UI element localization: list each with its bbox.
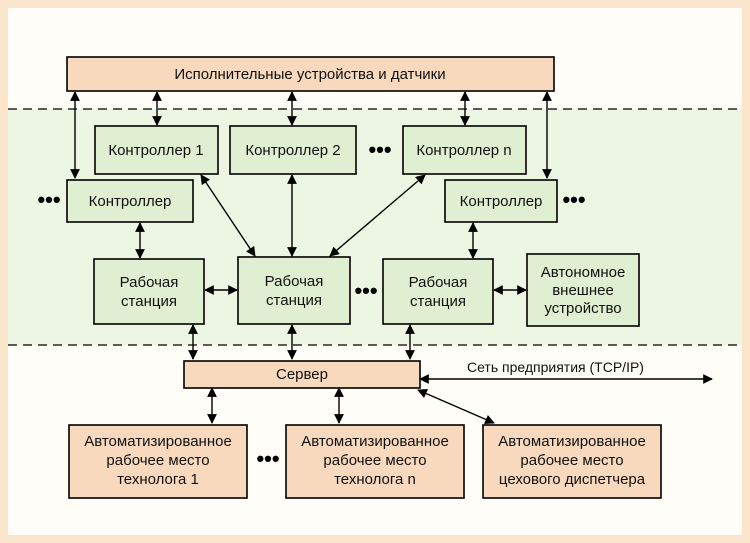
- controller-right: Контроллер: [444, 179, 558, 223]
- workstation-3: Рабочая станция: [382, 258, 494, 325]
- workstation-1-line-2: станция: [121, 293, 177, 310]
- workstation-2-line-2: станция: [266, 292, 322, 309]
- controller-n: Контроллер n: [402, 125, 527, 175]
- workstation-1: Рабочая станция: [93, 258, 205, 325]
- workstation-1-box: [93, 258, 205, 325]
- autonomous-device: Автономное внешнее устройство: [526, 253, 640, 327]
- controller-right-box: [444, 179, 558, 223]
- workplace-dispatcher-box: [482, 424, 662, 499]
- server: Сервер: [183, 360, 421, 389]
- server-box: [183, 360, 421, 389]
- devices-sensors-label: Исполнительные устройства и датчики: [174, 66, 445, 83]
- controller-2-label: Контроллер 2: [245, 142, 340, 159]
- controller-n-box: [402, 125, 527, 175]
- controller-1-box: [94, 125, 219, 175]
- autonomous-device-line-2: внешнее: [552, 282, 614, 299]
- controller-left-ellipsis: •••: [37, 187, 60, 212]
- workplace-technologist-1-line-1: Автоматизированное: [84, 433, 232, 450]
- workstation-3-box: [382, 258, 494, 325]
- autonomous-device-line-3: устройство: [544, 300, 621, 317]
- controller-1-label: Контроллер 1: [108, 142, 203, 159]
- server-label: Сервер: [276, 366, 328, 383]
- workplace-technologist-1-line-3: технолога 1: [117, 471, 199, 488]
- link-controller-1-ws2: [200, 174, 256, 257]
- controller-n-label: Контроллер n: [416, 142, 511, 159]
- workplace-technologist-n-line-2: рабочее место: [323, 452, 426, 469]
- link-controller-n-ws2: [329, 174, 426, 257]
- link-server-dispatcher: [417, 389, 495, 424]
- workplace-dispatcher-line-1: Автоматизированное: [498, 433, 646, 450]
- workstation-2-line-1: Рабочая: [265, 273, 324, 290]
- controller-left: Контроллер: [66, 179, 194, 223]
- workstation-ellipsis: •••: [354, 278, 377, 303]
- workplace-technologist-n: Автоматизированное рабочее место техноло…: [285, 424, 465, 499]
- workplace-ellipsis: •••: [256, 446, 279, 471]
- controller-2-box: [229, 125, 357, 175]
- devices-sensors-box: [66, 56, 555, 92]
- autonomous-device-line-1: Автономное: [541, 264, 626, 281]
- workplace-technologist-n-line-3: технолога n: [334, 471, 416, 488]
- workplace-dispatcher-line-3: цехового диспетчера: [499, 471, 646, 488]
- workplace-technologist-n-box: [285, 424, 465, 499]
- workstation-1-line-1: Рабочая: [120, 274, 179, 291]
- autonomous-device-box: [526, 253, 640, 327]
- workplace-dispatcher-line-2: рабочее место: [520, 452, 623, 469]
- workplace-technologist-1-line-2: рабочее место: [106, 452, 209, 469]
- workstation-2: Рабочая станция: [237, 256, 351, 325]
- workplace-technologist-1-box: [68, 424, 248, 499]
- connectors: [70, 91, 552, 424]
- controller-ellipsis: •••: [368, 137, 391, 162]
- controller-1: Контроллер 1: [94, 125, 219, 175]
- controller-left-box: [66, 179, 194, 223]
- workplace-technologist-n-line-1: Автоматизированное: [301, 433, 449, 450]
- controller-2: Контроллер 2: [229, 125, 357, 175]
- workplace-technologist-1: Автоматизированное рабочее место техноло…: [68, 424, 248, 499]
- controller-right-ellipsis: •••: [562, 187, 585, 212]
- enterprise-network-label: Сеть предприятия (TCP/IP): [467, 359, 644, 375]
- controller-right-label: Контроллер: [460, 193, 543, 210]
- workstation-3-line-1: Рабочая: [409, 274, 468, 291]
- workstation-3-line-2: станция: [410, 293, 466, 310]
- controller-left-label: Контроллер: [89, 193, 172, 210]
- workstation-2-box: [237, 256, 351, 325]
- workplace-dispatcher: Автоматизированное рабочее место цеховог…: [482, 424, 662, 499]
